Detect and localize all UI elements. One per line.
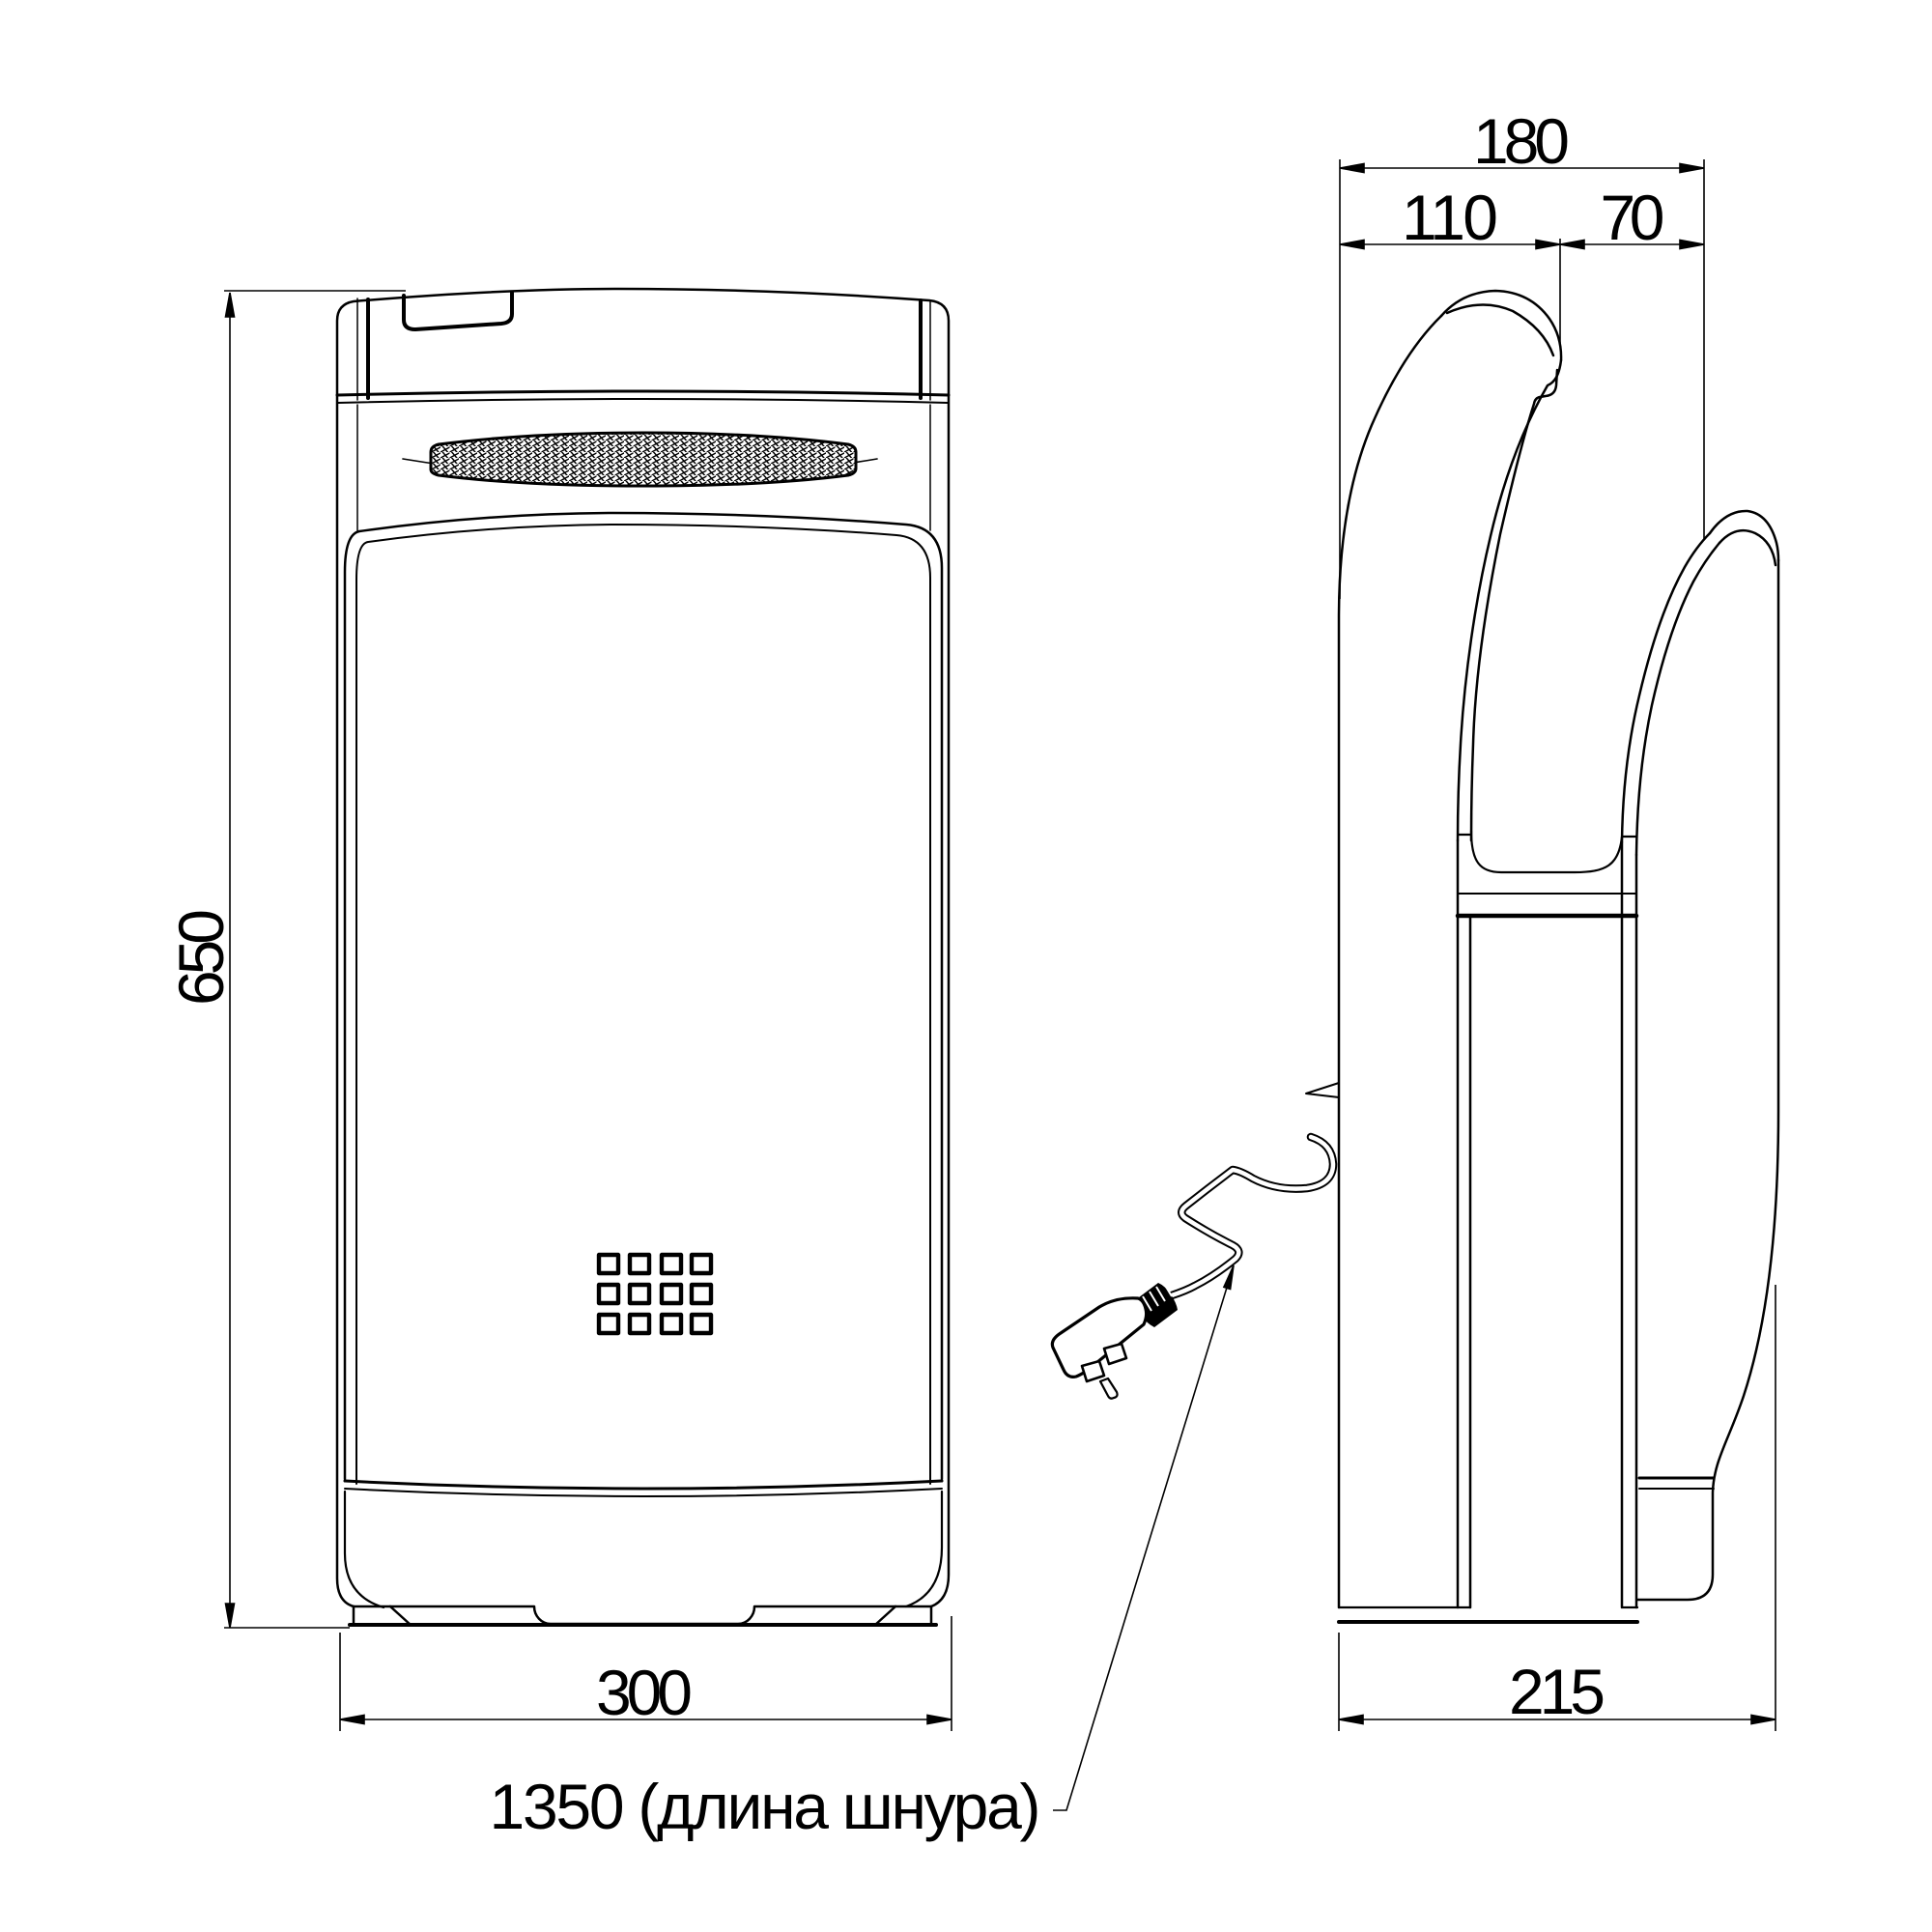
svg-text:1350 (длина шнура): 1350 (длина шнура) bbox=[490, 1771, 1041, 1842]
svg-text:180: 180 bbox=[1473, 105, 1570, 177]
svg-text:70: 70 bbox=[1601, 182, 1665, 253]
svg-text:300: 300 bbox=[596, 1657, 693, 1728]
svg-text:650: 650 bbox=[165, 909, 237, 1006]
svg-text:110: 110 bbox=[1402, 182, 1498, 253]
svg-text:215: 215 bbox=[1509, 1656, 1605, 1727]
